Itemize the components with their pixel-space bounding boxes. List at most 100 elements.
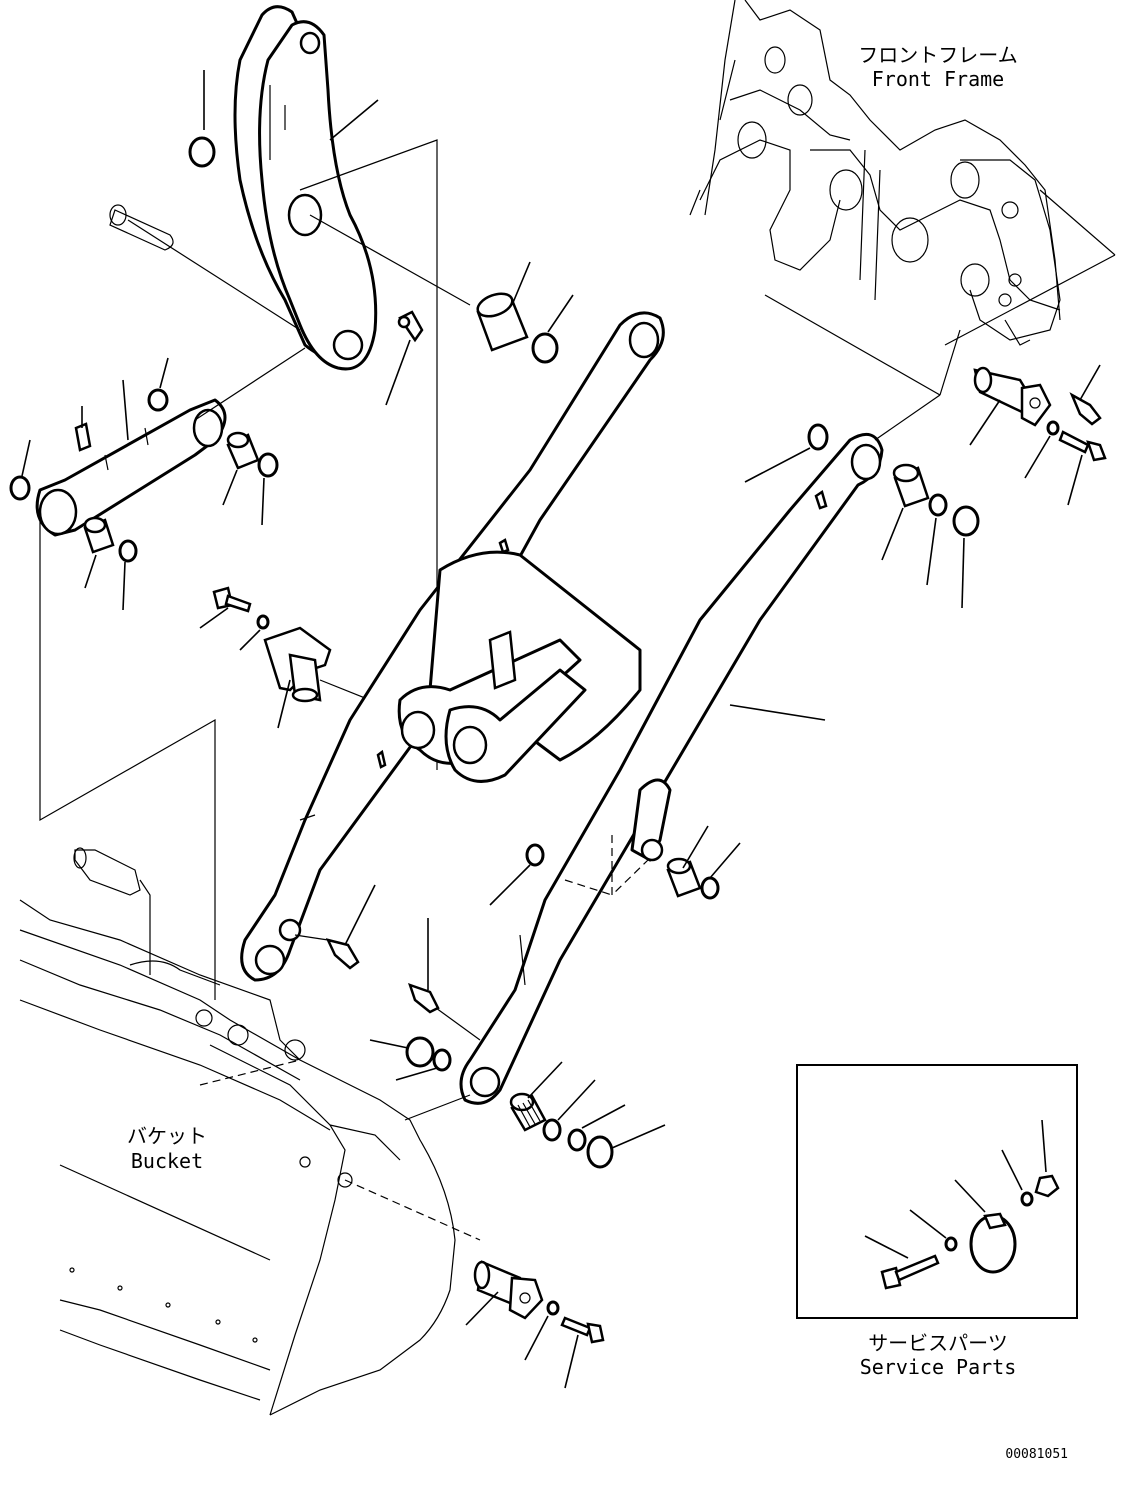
leader-line	[395, 1067, 438, 1081]
leader-line	[1024, 435, 1051, 479]
leader-line	[744, 447, 811, 483]
leader-line	[564, 1334, 579, 1389]
reference-line	[194, 347, 306, 421]
washer	[546, 1300, 560, 1316]
o-ring	[9, 475, 31, 501]
leader-line	[369, 1039, 409, 1049]
leader-line	[122, 379, 129, 441]
bushing	[509, 1092, 547, 1132]
o-ring	[147, 388, 169, 412]
bushing	[226, 431, 260, 470]
leader-line	[524, 1315, 549, 1361]
bucket-drawing	[19, 847, 456, 1416]
leader-line	[329, 99, 379, 141]
service-bolt	[880, 1254, 940, 1290]
bushing	[83, 516, 115, 554]
o-ring	[525, 843, 545, 867]
lift-arm	[240, 311, 884, 1105]
leader-line	[909, 1209, 947, 1239]
leader-line	[21, 439, 31, 477]
leader-line	[511, 261, 531, 306]
leader-line	[581, 1104, 626, 1129]
leader-line	[557, 1079, 596, 1121]
service-parts-box	[796, 1064, 1078, 1319]
bellcrank-lever	[233, 5, 378, 371]
o-ring	[118, 539, 138, 563]
leader-line	[926, 517, 937, 586]
leader-line	[682, 825, 709, 869]
bolt	[212, 586, 252, 613]
bushing	[476, 292, 529, 352]
o-ring	[188, 136, 216, 168]
leader-line	[261, 477, 265, 526]
service-plate	[969, 1212, 1017, 1274]
leader-line	[239, 629, 261, 651]
bucket-label-jp: バケット	[127, 1124, 207, 1148]
shim	[952, 505, 980, 537]
o-ring	[432, 1048, 452, 1072]
o-ring	[542, 1118, 562, 1142]
reference-line-dashed	[199, 1059, 481, 1241]
dust-seal	[586, 1135, 614, 1169]
leader-line	[122, 561, 126, 611]
leader-line	[1041, 1119, 1047, 1173]
grease-fitting	[325, 884, 376, 970]
leader-line	[527, 1061, 563, 1099]
bolt	[560, 1316, 605, 1344]
reference-line	[435, 1007, 481, 1041]
leader-line	[1001, 1149, 1023, 1191]
leader-line	[277, 679, 291, 729]
washer	[256, 614, 270, 630]
grease-fitting	[385, 310, 424, 406]
figure-number: 00081051	[1005, 1447, 1068, 1462]
service-parts-label-en: Service Parts	[860, 1355, 1017, 1379]
washer	[1046, 420, 1060, 436]
pin	[263, 626, 332, 703]
leader-line	[709, 842, 741, 879]
leader-line	[881, 507, 904, 561]
leader-line	[969, 399, 1001, 446]
leader-line	[961, 537, 965, 609]
o-ring	[700, 876, 720, 900]
grease-fitting	[408, 918, 440, 1014]
o-ring	[807, 423, 829, 451]
service-washer	[944, 1236, 958, 1252]
reference-line	[404, 1094, 471, 1121]
o-ring	[531, 332, 559, 364]
o-ring	[928, 493, 948, 517]
bushing	[892, 463, 930, 508]
bushing	[666, 857, 702, 898]
reference-line	[39, 520, 216, 1000]
leader-line	[222, 469, 238, 506]
bucket-pin	[473, 1260, 544, 1320]
reference-line	[309, 214, 471, 306]
front-frame-drawing	[689, 0, 1116, 396]
leader-line	[1067, 454, 1083, 506]
leader-line	[547, 294, 574, 333]
service-nut	[1034, 1174, 1060, 1198]
link	[35, 398, 227, 537]
reference-line-dashed	[611, 835, 649, 897]
front-frame-label-jp: フロントフレーム	[858, 43, 1017, 67]
o-ring	[567, 1128, 587, 1152]
dust-seal	[405, 1036, 435, 1068]
leader-line	[729, 704, 826, 721]
leader-line	[465, 1291, 499, 1326]
reference-line	[294, 934, 329, 941]
bucket-label-en: Bucket	[131, 1149, 203, 1173]
link-spring-pin	[74, 406, 92, 452]
o-ring	[257, 452, 279, 478]
leader-line	[954, 1179, 986, 1213]
service-washer	[1020, 1191, 1034, 1207]
leader-line	[489, 864, 531, 906]
frame-pin	[973, 366, 1052, 427]
leader-line	[611, 1124, 666, 1149]
leader-line	[84, 554, 97, 589]
leader-line	[199, 607, 229, 629]
reference-line	[299, 139, 438, 770]
reference-line-dashed	[564, 879, 613, 896]
lever-pin	[109, 204, 301, 331]
bolt	[1058, 430, 1107, 462]
leader-line	[159, 357, 169, 389]
